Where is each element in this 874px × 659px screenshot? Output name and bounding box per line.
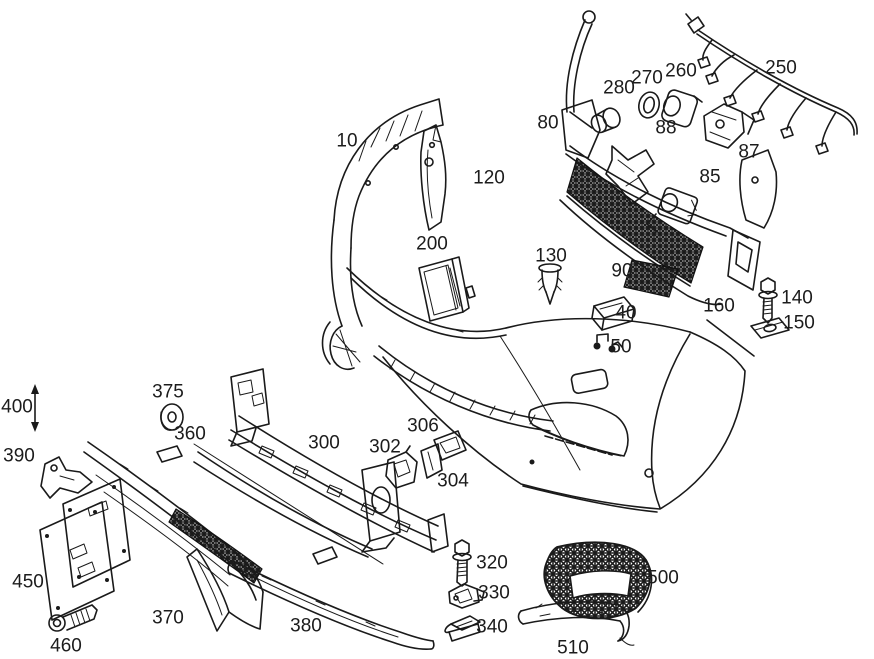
- part-450-plate-art: [39, 478, 131, 621]
- part-140-bolt-art: [758, 277, 778, 324]
- part-250-harness-art: [685, 13, 858, 155]
- part-88-bracket-art: [605, 145, 655, 205]
- part-330-clip-art: [448, 583, 485, 609]
- part-label-90[interactable]: 90: [611, 260, 633, 282]
- part-label-400[interactable]: 400: [1, 396, 33, 418]
- part-label-375[interactable]: 375: [152, 381, 184, 403]
- part-340-clamp-art: [444, 615, 481, 642]
- part-302-bracket-art: [385, 445, 418, 489]
- part-375-grommet-art: [160, 403, 184, 431]
- part-500-grille-art: [543, 541, 653, 620]
- part-label-360[interactable]: 360: [174, 423, 206, 445]
- part-label-370[interactable]: 370: [152, 607, 184, 629]
- part-label-88[interactable]: 88: [655, 117, 677, 139]
- part-label-120[interactable]: 120: [473, 167, 505, 189]
- part-460-screw-art: [48, 604, 98, 632]
- part-390-bracket-art: [40, 456, 93, 499]
- part-10-bumper-cover-art: [321, 98, 444, 370]
- part-510-strip-art: [517, 599, 635, 646]
- part-label-390[interactable]: 390: [3, 445, 35, 467]
- part-label-200[interactable]: 200: [416, 233, 448, 255]
- part-label-306[interactable]: 306: [407, 415, 439, 437]
- part-380-lip-art: [227, 560, 435, 650]
- part-label-302[interactable]: 302: [369, 436, 401, 458]
- part-304-bracket-art: [420, 443, 443, 479]
- part-label-87[interactable]: 87: [738, 141, 760, 163]
- part-40-cover-art: [591, 296, 635, 331]
- part-label-304[interactable]: 304: [437, 470, 469, 492]
- part-label-340[interactable]: 340: [476, 616, 508, 638]
- part-label-140[interactable]: 140: [781, 287, 813, 309]
- leader-160: [706, 319, 755, 357]
- part-300-reinforcement-art: [193, 368, 449, 558]
- part-label-300[interactable]: 300: [308, 432, 340, 454]
- part-50-bracket-art: [593, 333, 623, 353]
- bumper-body-art: [346, 267, 746, 513]
- part-label-460[interactable]: 460: [50, 635, 82, 657]
- part-label-280[interactable]: 280: [603, 77, 635, 99]
- part-label-330[interactable]: 330: [478, 582, 510, 604]
- part-label-380[interactable]: 380: [290, 615, 322, 637]
- part-280-sensor-art: [590, 107, 621, 134]
- part-label-320[interactable]: 320: [476, 552, 508, 574]
- part-label-160[interactable]: 160: [703, 295, 735, 317]
- part-label-85[interactable]: 85: [699, 166, 721, 188]
- part-200-radar-art: [418, 256, 476, 322]
- part-360-sticker-art: [156, 443, 384, 565]
- part-label-260[interactable]: 260: [665, 60, 697, 82]
- part-90-mesh-art: [623, 259, 679, 298]
- part-150-clipnut-art: [750, 317, 790, 339]
- part-label-150[interactable]: 150: [783, 312, 815, 334]
- part-label-130[interactable]: 130: [535, 245, 567, 267]
- part-120-bracket-art: [420, 124, 447, 231]
- part-label-270[interactable]: 270: [631, 67, 663, 89]
- part-270-ring-art: [638, 91, 660, 119]
- part-label-250[interactable]: 250: [765, 57, 797, 79]
- part-label-500[interactable]: 500: [647, 567, 679, 589]
- part-130-clip-art: [537, 263, 563, 305]
- part-label-450[interactable]: 450: [12, 571, 44, 593]
- part-260-sensor-art: [661, 89, 703, 128]
- part-400-arrow-art: [31, 384, 39, 432]
- part-80-grille-art: [559, 10, 778, 306]
- part-label-510[interactable]: 510: [557, 637, 589, 659]
- part-label-50[interactable]: 50: [610, 336, 632, 358]
- part-label-80[interactable]: 80: [537, 112, 559, 134]
- part-320-bolt-art: [452, 539, 472, 587]
- part-85-sensor-art: [646, 187, 699, 233]
- part-label-40[interactable]: 40: [615, 302, 637, 324]
- part-label-10[interactable]: 10: [336, 130, 358, 152]
